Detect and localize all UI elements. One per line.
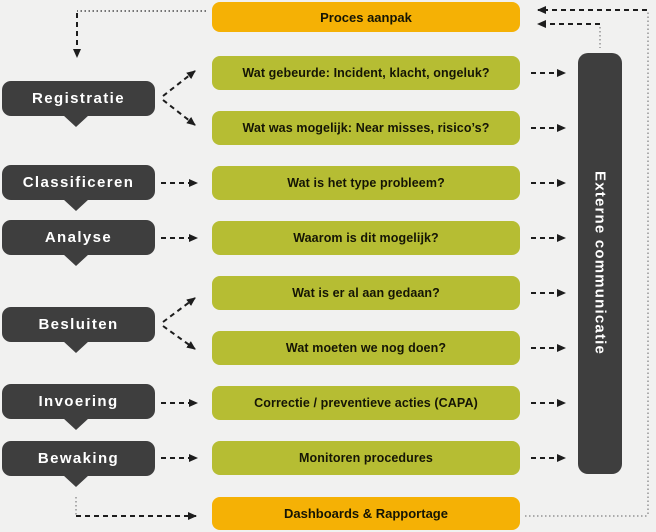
question-box-waarom-mogelijk: Waarom is dit mogelijk? <box>212 221 520 255</box>
arrow-besluiten-to-q5 <box>162 297 196 323</box>
question-box-capa: Correctie / preventieve acties (CAPA) <box>212 386 520 420</box>
question-label: Correctie / preventieve acties (CAPA) <box>254 396 478 410</box>
question-box-al-aan-gedaan: Wat is er al aan gedaan? <box>212 276 520 310</box>
dashboards-rapportage-box: Dashboards & Rapportage <box>212 497 520 530</box>
dashboards-label: Dashboards & Rapportage <box>284 506 448 521</box>
question-box-nog-doen: Wat moeten we nog doen? <box>212 331 520 365</box>
dotted-connectors <box>75 10 649 517</box>
question-box-monitoren: Monitoren procedures <box>212 441 520 475</box>
stage-label: Invoering <box>38 393 119 410</box>
stage-label: Registratie <box>32 90 125 107</box>
question-label: Wat is het type probleem? <box>287 176 445 190</box>
stage-classificeren: Classificeren <box>2 165 155 211</box>
stage-label: Besluiten <box>38 316 119 333</box>
stage-label: Bewaking <box>37 450 120 467</box>
question-label: Wat was mogelijk: Near misses, risico’s? <box>242 121 490 135</box>
question-label: Monitoren procedures <box>299 451 433 465</box>
proces-aanpak-label: Proces aanpak <box>320 9 412 25</box>
stage-invoering: Invoering <box>2 384 155 430</box>
stage-registratie: Registratie <box>2 81 155 127</box>
question-label: Wat gebeurde: Incident, klacht, ongeluk? <box>242 66 490 80</box>
question-label: Waarom is dit mogelijk? <box>293 231 439 245</box>
stage-bewaking: Bewaking <box>2 441 155 487</box>
arrow-registratie-to-q1 <box>162 70 196 97</box>
stage-analyse: Analyse <box>2 220 155 266</box>
stage-besluiten: Besluiten <box>2 307 155 353</box>
externe-communicatie-box: Externe communicatie <box>578 53 622 474</box>
question-label: Wat is er al aan gedaan? <box>292 286 440 300</box>
arrow-registratie-to-q2 <box>162 99 196 126</box>
arrow-besluiten-to-q6 <box>162 325 196 350</box>
stage-label: Classificeren <box>22 174 135 191</box>
externe-communicatie-label: Externe communicatie <box>591 171 609 356</box>
dashed-arrows <box>73 6 647 520</box>
question-box-type-probleem: Wat is het type probleem? <box>212 166 520 200</box>
question-box-wat-gebeurde: Wat gebeurde: Incident, klacht, ongeluk? <box>212 56 520 90</box>
stage-label: Analyse <box>44 229 113 246</box>
proces-aanpak-box: Proces aanpak <box>212 2 520 32</box>
question-label: Wat moeten we nog doen? <box>285 341 447 355</box>
question-box-wat-was-mogelijk: Wat was mogelijk: Near misses, risico’s? <box>212 111 520 145</box>
